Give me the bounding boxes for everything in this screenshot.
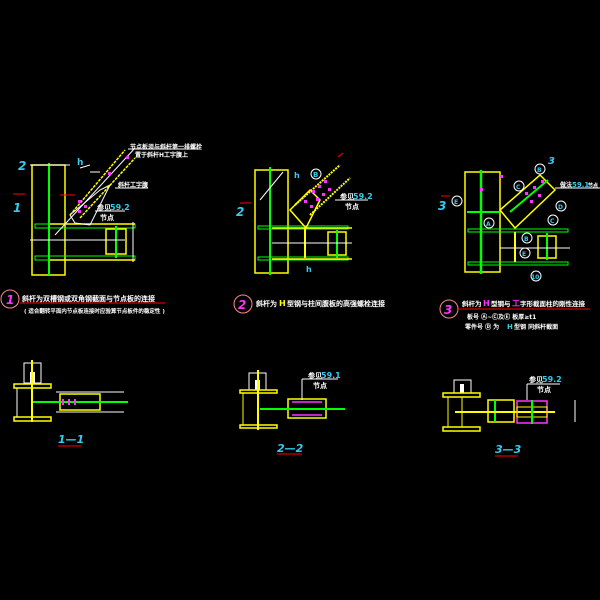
ref-value: 59.2	[110, 203, 130, 212]
part-circles	[451, 163, 567, 282]
circle-label: 10	[531, 274, 539, 281]
weld-circle-label: B	[313, 171, 318, 179]
diagonal-member-2	[294, 164, 341, 206]
note-2-suffix: 型钢 同斜杆截面	[514, 323, 558, 331]
circle-label: D	[558, 204, 563, 211]
circle-label: B	[537, 167, 542, 174]
ref-suffix: 节点	[313, 381, 327, 390]
circle-label: E	[454, 199, 458, 206]
detail-title-h: H	[279, 299, 286, 308]
note-2-h: H	[507, 323, 513, 331]
diagonal-member	[69, 149, 126, 216]
detail-title-prefix: 斜杆为	[255, 299, 277, 308]
detail-2-elevation: 2 h h B 参见 59.2 节点 2 斜杆为 H 型钢与柱间腹板的高强螺栓连…	[233, 152, 385, 314]
bolt-group-2	[304, 180, 331, 208]
ref-prefix: 参见	[308, 371, 322, 380]
note-member: 斜杆工字腹	[117, 181, 149, 189]
circle-label: E	[522, 251, 526, 258]
section-3-3: 参见 59.2 节点 3—3	[442, 375, 576, 457]
section-mark-top: 3	[548, 156, 555, 167]
circle-label: A	[486, 221, 491, 228]
detail-number: 1	[6, 293, 14, 307]
circle-label: C	[516, 184, 521, 191]
section-label: 1—1	[58, 433, 84, 446]
ref-value: 59.2	[542, 375, 562, 384]
ref-suffix: 节点	[345, 202, 359, 211]
section-label: 3—3	[495, 443, 522, 456]
weld-symbol: h	[77, 158, 83, 168]
bolt-group-3	[480, 175, 544, 203]
column-2	[254, 169, 289, 274]
ref-prefix: 参见	[97, 203, 111, 212]
note-2-prefix: 零件号 Ⓓ 为	[464, 323, 499, 331]
detail-number: 3	[444, 303, 452, 317]
circle-label: B	[524, 236, 529, 243]
detail-title-mid: 型钢与	[491, 299, 511, 308]
detail-title-i: 工	[512, 299, 520, 308]
note-top-1: 节点板须与斜杆第一排螺栓	[130, 143, 202, 151]
detail-3-elevation: 3 3 A B C C D E E B 10 做法 59.1 节点 3 斜杆为 …	[438, 156, 600, 331]
detail-title: 斜杆为双槽钢或双角钢截面与节点板的连接	[21, 294, 155, 303]
section-mark-2: 2	[18, 159, 26, 173]
weld-symbol-a: h	[294, 171, 300, 180]
section-label: 2—2	[277, 442, 304, 455]
detail-title-suffix: 字形截面柱的刚性连接	[520, 299, 586, 308]
detail-title-prefix: 斜杆为	[461, 299, 482, 308]
detail-number: 2	[238, 298, 246, 312]
detail-subtitle: ( 适合翻转平面内节点板连接时应验算节点板件的稳定性 )	[24, 307, 165, 315]
ref-suffix: 节点	[100, 213, 114, 222]
ref-value: 59.1	[572, 181, 589, 189]
bolt-group	[78, 156, 129, 213]
detail-1-elevation: 1 2 h 节点板须与斜杆第一排螺栓 置于斜杆H工字腹上 斜杆工字腹 参见 59…	[0, 143, 202, 315]
detail-title-h: H	[483, 299, 490, 308]
section-mark-1: 1	[13, 201, 21, 215]
section-mark: 2	[236, 205, 244, 219]
weld-symbol-b: h	[306, 265, 312, 274]
gusset-plate	[69, 183, 112, 226]
ref-value: 59.2	[353, 192, 373, 201]
note-top-2: 置于斜杆H工字腹上	[135, 151, 188, 159]
ref-value: 59.1	[321, 371, 341, 380]
ref-suffix: 节点	[537, 385, 551, 394]
note-1: 板号 Ⓐ~Ⓒ及Ⓔ 板厚≥t1	[467, 313, 536, 321]
section-mark: 3	[438, 199, 446, 213]
detail-number-circle	[0, 289, 20, 309]
section-2-2: 参见 59.1 节点 2—2	[239, 370, 345, 455]
ref-prefix: 做法	[559, 181, 572, 189]
section-1-1: 1—1	[13, 360, 128, 447]
circle-label: C	[550, 218, 555, 225]
ref-suffix: 节点	[588, 182, 598, 189]
detail-title-suffix: 型钢与柱间腹板的高强螺栓连接	[287, 299, 385, 308]
ref-prefix: 参见	[529, 375, 543, 384]
ref-prefix: 参见	[340, 192, 354, 201]
